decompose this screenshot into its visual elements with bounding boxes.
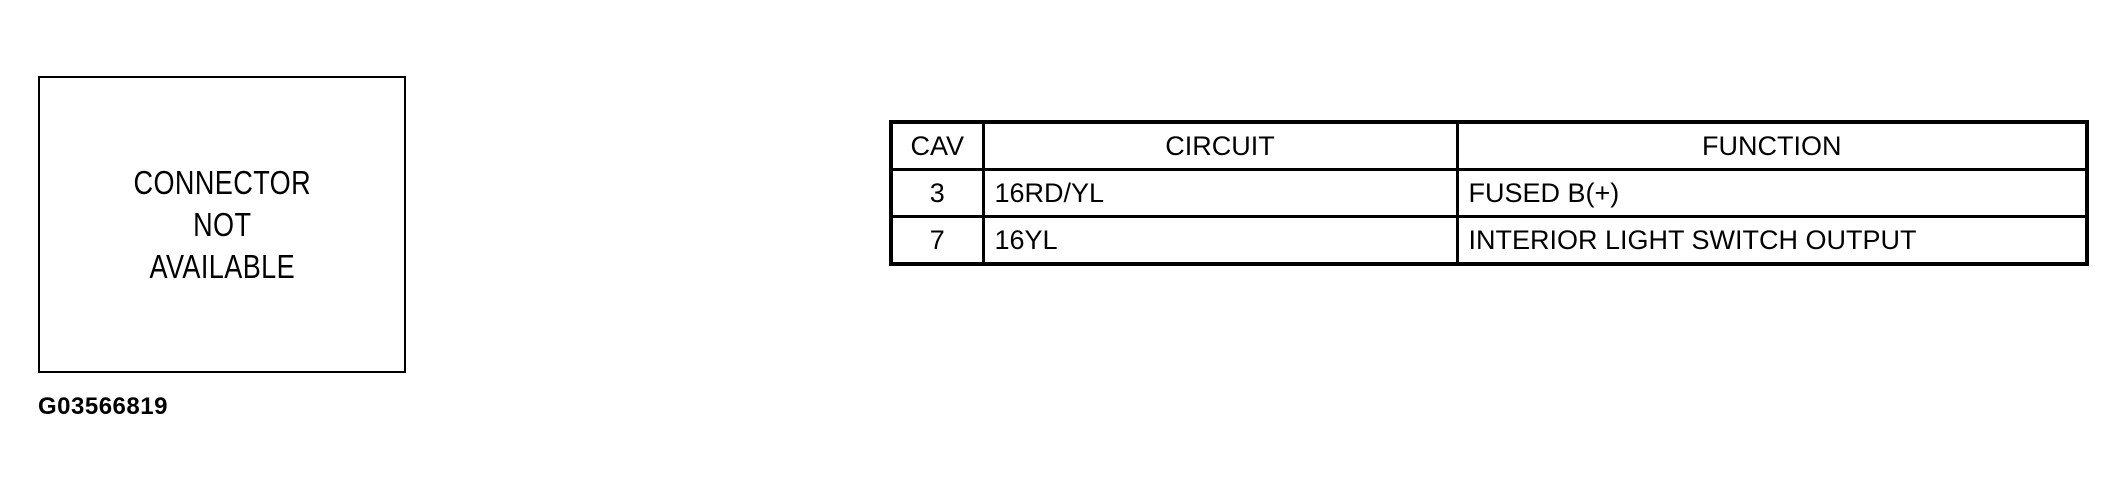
connector-not-available-box: CONNECTOR NOT AVAILABLE	[38, 76, 406, 373]
cell-function: FUSED B(+)	[1455, 168, 2089, 218]
table-row: 7 16YL INTERIOR LIGHT SWITCH OUTPUT	[889, 215, 2089, 266]
cell-cav: 3	[889, 168, 985, 218]
connector-text-line: NOT	[192, 205, 252, 243]
cell-function: INTERIOR LIGHT SWITCH OUTPUT	[1455, 215, 2089, 266]
table-header-row: CAV CIRCUIT FUNCTION	[889, 120, 2089, 171]
connector-pinout-table: CAV CIRCUIT FUNCTION 3 16RD/YL FUSED B(+…	[889, 120, 2089, 266]
connector-text-line: CONNECTOR	[133, 163, 311, 201]
table-row: 3 16RD/YL FUSED B(+)	[889, 168, 2089, 218]
cell-circuit: 16RD/YL	[981, 168, 1459, 218]
header-cav: CAV	[889, 120, 985, 171]
figure-id: G03566819	[38, 393, 168, 420]
connector-text-line: AVAILABLE	[149, 247, 295, 285]
cell-circuit: 16YL	[981, 215, 1459, 266]
header-function: FUNCTION	[1455, 120, 2089, 171]
cell-cav: 7	[889, 215, 985, 266]
connector-placeholder-text: CONNECTOR NOT AVAILABLE	[133, 162, 311, 288]
header-circuit: CIRCUIT	[981, 120, 1459, 171]
